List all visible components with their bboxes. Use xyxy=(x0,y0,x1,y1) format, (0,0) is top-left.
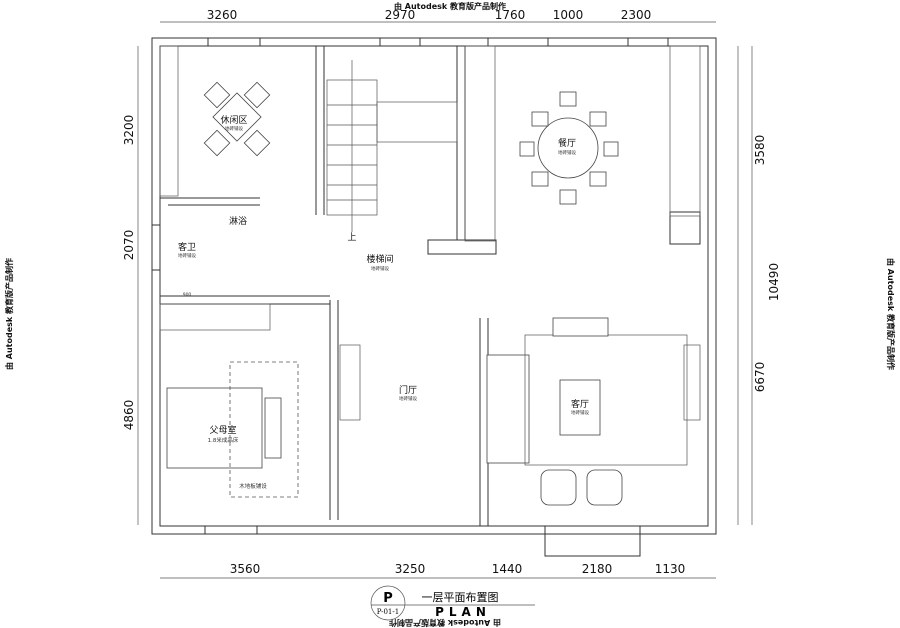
guest-bath-label: 客卫 xyxy=(178,241,196,253)
bed-size: 1.8米成品床 xyxy=(208,436,239,444)
dim-right-1: 3580 xyxy=(753,135,767,166)
stairs-up-label: 上 xyxy=(347,232,356,243)
dim-top-2: 2970 xyxy=(385,8,416,22)
dim-bottom-5: 1130 xyxy=(655,562,686,576)
dim-left-1: 3200 xyxy=(122,115,136,146)
living-floor: 地砖铺设 xyxy=(571,409,589,416)
leisure-table xyxy=(203,81,271,157)
stairs-floor: 地砖铺设 xyxy=(371,265,389,272)
leisure-label: 休闲区 xyxy=(220,114,247,126)
dim-right-2: 10490 xyxy=(767,263,781,301)
dim-left-2: 2070 xyxy=(122,230,136,261)
kitchen-counters xyxy=(159,45,701,421)
watermark-left: 由 Autodesk 教育版产品制作 xyxy=(4,258,14,370)
foyer-floor: 地砖铺设 xyxy=(399,395,417,402)
guest-bath-width: 900 xyxy=(183,292,192,298)
leisure-floor: 地砖铺设 xyxy=(225,125,243,132)
dining-table xyxy=(519,91,619,205)
dim-bottom-4: 2180 xyxy=(582,562,613,576)
staircase xyxy=(326,60,458,232)
sofa-set xyxy=(486,317,688,506)
dim-left-3: 4860 xyxy=(122,400,136,431)
watermark-right: 由 Autodesk 教育版产品制作 xyxy=(886,258,896,370)
dim-bottom-3: 1440 xyxy=(492,562,523,576)
stairs-label: 楼梯间 xyxy=(366,253,393,265)
parents-floor: 木地板铺设 xyxy=(239,482,267,490)
sheet-number: P-01-1 xyxy=(377,608,399,616)
watermark-bottom: 由 Autodesk 教育版产品制作 xyxy=(389,618,501,628)
dim-bottom-1: 3560 xyxy=(230,562,261,576)
watermark-top: 由 Autodesk 教育版产品制作 xyxy=(394,1,506,11)
living-label: 客厅 xyxy=(571,398,589,410)
shower-label: 淋浴 xyxy=(229,215,247,227)
foyer-label: 门厅 xyxy=(399,384,417,396)
dim-top-4: 1000 xyxy=(553,8,584,22)
drawing-subtitle: PLAN xyxy=(435,605,491,619)
dining-floor: 地砖铺设 xyxy=(558,149,576,156)
guest-bath-floor: 地砖铺设 xyxy=(178,252,196,259)
title-symbol: P xyxy=(383,591,393,606)
dim-top-3: 1760 xyxy=(495,8,526,22)
title-block: P P-01-1 一层平面布置图 PLAN xyxy=(370,585,535,621)
dim-top-5: 2300 xyxy=(621,8,652,22)
dimension-lines xyxy=(137,21,753,579)
dim-right-3: 6670 xyxy=(753,362,767,393)
dining-label: 餐厅 xyxy=(558,137,576,149)
drawing-title: 一层平面布置图 xyxy=(422,591,499,604)
bed xyxy=(166,361,299,498)
parents-room-label: 父母室 xyxy=(209,424,236,436)
dim-bottom-2: 3250 xyxy=(395,562,426,576)
dim-top-1: 3260 xyxy=(207,8,238,22)
